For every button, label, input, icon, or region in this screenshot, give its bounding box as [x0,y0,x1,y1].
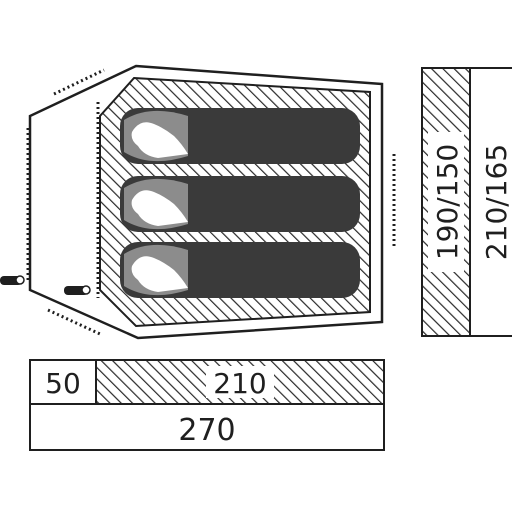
sleeping-bag-2 [120,176,360,232]
sleeping-bag-1 [120,108,360,164]
total-length-label: 270 [178,413,235,448]
total-length-dimension-box [29,403,385,451]
door-zipper-seams [26,68,396,336]
tent-peg-inner [64,285,91,295]
outer-width-label: 210/165 [480,144,512,260]
sleeping-bag-3 [120,242,360,298]
sleeper-head-icon [131,122,188,158]
sleeper-head-icon [131,190,188,226]
tent-peg-left [0,275,25,285]
inner-length-label: 210 [213,367,266,400]
sleeper-head-icon [131,256,188,292]
outer-width-dimension-box [469,67,512,337]
inner-width-label: 190/150 [431,144,464,260]
vestibule-depth-label: 50 [45,367,81,400]
